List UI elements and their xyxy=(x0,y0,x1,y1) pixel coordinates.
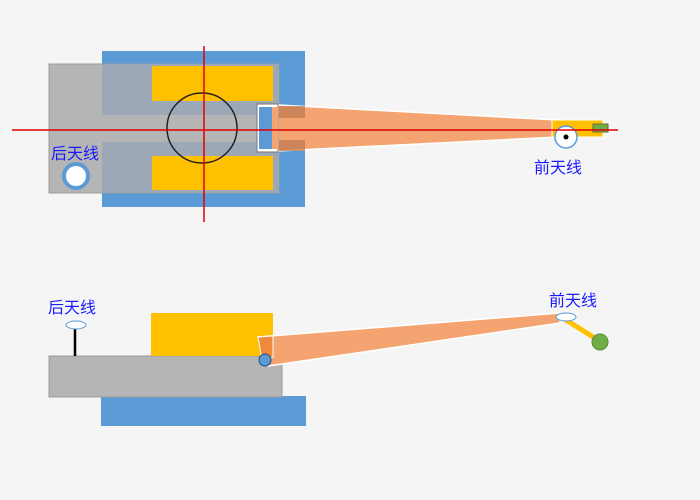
top-boom-root-shadow-lower xyxy=(279,140,305,151)
side-front-antenna-label: 前天线 xyxy=(549,291,598,310)
side-arm-end-ball xyxy=(591,333,609,351)
top-front-antenna-label: 前天线 xyxy=(534,158,583,177)
side-boom xyxy=(256,312,561,367)
top-front-antenna-dot xyxy=(563,134,569,140)
side-blue-track xyxy=(101,396,306,426)
side-boom-root xyxy=(257,335,274,361)
side-view xyxy=(48,312,609,426)
top-rear-antenna-marker xyxy=(62,162,90,190)
side-gray-body xyxy=(48,355,283,398)
top-view xyxy=(12,46,618,222)
side-front-antenna-arm xyxy=(563,317,601,343)
side-yellow-block xyxy=(151,313,273,356)
top-boom-mount xyxy=(259,107,272,149)
top-boom-root-shadow-upper xyxy=(279,106,305,118)
top-boom-mount-orange xyxy=(272,107,278,149)
top-tip-green-box xyxy=(592,123,609,133)
top-yellow-block-upper xyxy=(152,66,273,101)
side-front-antenna-disc xyxy=(555,312,577,322)
top-boom xyxy=(277,104,559,152)
side-rear-antenna-label: 后天线 xyxy=(48,298,97,317)
top-rear-antenna-label: 后天线 xyxy=(51,144,100,163)
side-rear-antenna-disc xyxy=(65,320,87,330)
side-boom-pivot xyxy=(258,353,272,367)
top-turret-ring xyxy=(166,92,238,164)
